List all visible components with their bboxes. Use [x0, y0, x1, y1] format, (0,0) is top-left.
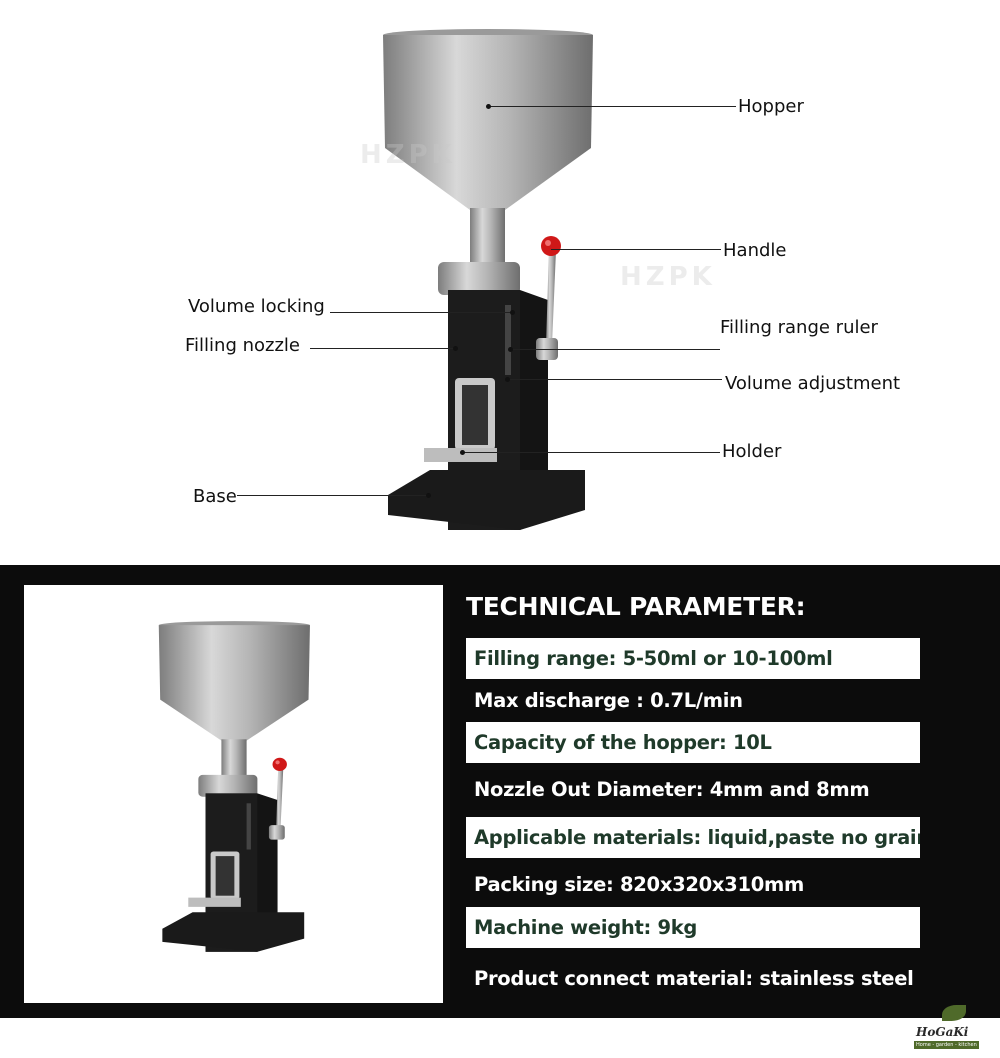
leader-dot [510, 310, 515, 315]
watermark: HZPK [620, 262, 716, 292]
label-holder: Holder [722, 441, 782, 462]
logo-name: HoGaKi [916, 1025, 969, 1039]
spec-row: Product connect material: stainless stee… [474, 967, 914, 990]
leader-dot [426, 493, 431, 498]
label-handle: Handle [723, 240, 787, 261]
leader-dot [486, 104, 491, 109]
leader-dot [508, 347, 513, 352]
spec-row: Max discharge : 0.7L/min [474, 689, 743, 712]
spec-title: TECHNICAL PARAMETER: [466, 592, 806, 621]
label-filling-range-ruler: Filling range ruler [720, 317, 878, 338]
spec-row: Capacity of the hopper: 10L [466, 722, 920, 763]
leader-line [310, 348, 455, 349]
leader-line [488, 106, 736, 107]
leaf-icon [942, 1005, 966, 1021]
label-filling-nozzle: Filling nozzle [185, 335, 300, 356]
leader-line [330, 312, 512, 313]
label-hopper: Hopper [738, 96, 804, 117]
spec-row: Packing size: 820x320x310mm [474, 873, 805, 896]
spec-row: Applicable materials: liquid,paste no gr… [466, 817, 920, 858]
leader-line [507, 379, 722, 380]
leader-dot [460, 450, 465, 455]
watermark: HZPK [360, 140, 456, 170]
label-volume-adjustment: Volume adjustment [725, 373, 901, 394]
leader-dot [505, 377, 510, 382]
spec-row: Filling range: 5-50ml or 10-100ml [466, 638, 920, 679]
logo-tagline: Home - garden - kitchen [914, 1041, 979, 1049]
leader-line [462, 452, 720, 453]
spec-row: Machine weight: 9kg [466, 907, 920, 948]
label-volume-locking: Volume locking [188, 296, 325, 317]
brand-logo: HoGaKi Home - garden - kitchen [912, 1005, 998, 1055]
leader-line [237, 495, 428, 496]
leader-line [551, 249, 721, 250]
leader-line [510, 349, 720, 350]
spec-row: Nozzle Out Diameter: 4mm and 8mm [474, 778, 870, 801]
leader-dot [453, 346, 458, 351]
label-base: Base [193, 486, 237, 507]
